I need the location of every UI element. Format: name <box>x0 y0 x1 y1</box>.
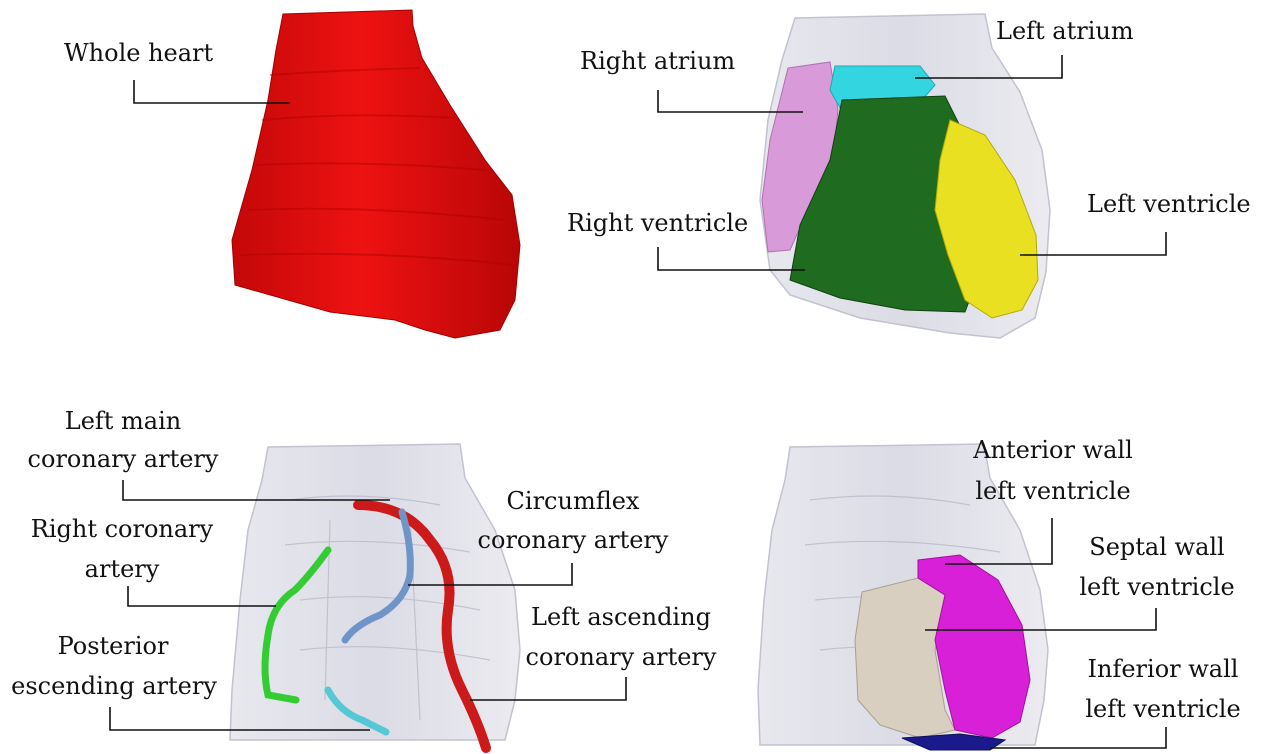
label-anterior-line1: Anterior wall <box>956 431 1150 469</box>
label-left-atrium: Left atrium <box>996 12 1134 50</box>
leader-whole-heart <box>134 80 290 103</box>
label-right-coronary-line2: artery <box>22 550 222 588</box>
label-whole-heart: Whole heart <box>64 34 213 72</box>
label-septal-line2: left ventricle <box>1060 568 1254 606</box>
label-right-ventricle: Right ventricle <box>567 204 748 242</box>
label-left-main-line2: coronary artery <box>26 440 220 478</box>
chambers-model <box>760 14 1050 338</box>
label-inferior-line1: Inferior wall <box>1066 650 1260 688</box>
label-septal-line1: Septal wall <box>1060 528 1254 566</box>
label-posterior-line1: Posterior <box>14 627 212 665</box>
label-inferior-line2: left ventricle <box>1066 690 1260 728</box>
label-right-atrium: Right atrium <box>580 42 735 80</box>
whole-heart-model <box>232 10 520 338</box>
label-left-ascending-line1: Left ascending <box>524 598 718 636</box>
label-anterior-line2: left ventricle <box>956 472 1150 510</box>
label-left-main-line1: Left main <box>26 402 220 440</box>
label-circumflex-line2: coronary artery <box>476 521 670 559</box>
label-left-ventricle: Left ventricle <box>1087 185 1251 223</box>
label-right-coronary-line1: Right coronary <box>22 510 222 548</box>
label-posterior-line2: escending artery <box>0 667 228 705</box>
label-left-ascending-line2: coronary artery <box>524 638 718 676</box>
label-circumflex-line1: Circumflex <box>476 482 670 520</box>
